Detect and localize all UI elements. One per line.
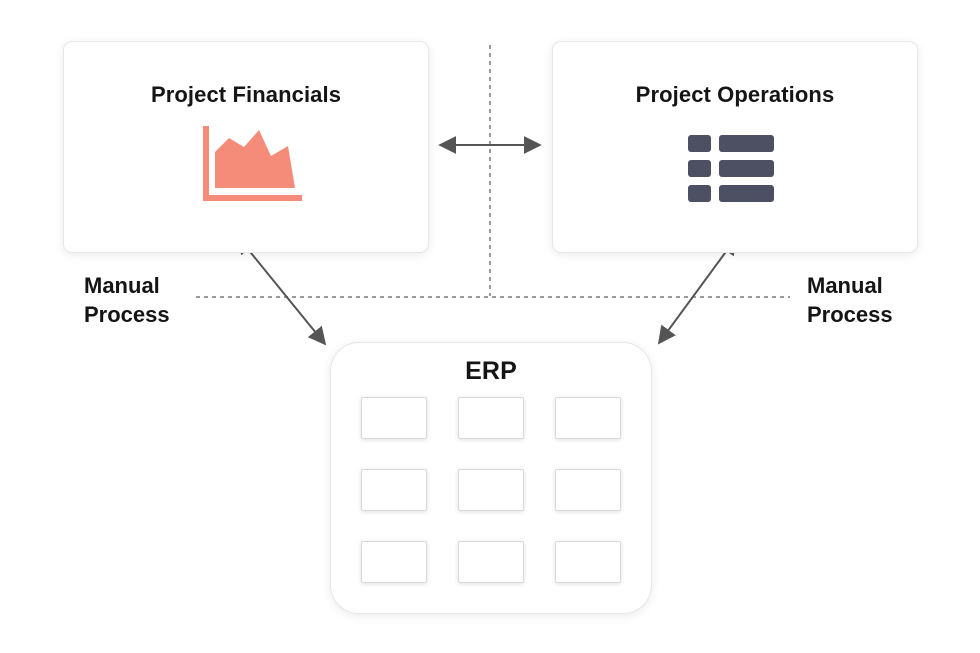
list-bullet-2 (688, 160, 711, 177)
list-bar-1 (719, 135, 774, 152)
manual-process-right-line2: Process (807, 302, 893, 327)
manual-process-label-right: Manual Process (807, 271, 893, 329)
erp-module (361, 541, 427, 583)
erp-node[interactable]: ERP (331, 343, 651, 613)
list-bullet-3 (688, 185, 711, 202)
erp-module-grid (361, 397, 623, 587)
arrow-operations-erp (657, 236, 738, 345)
project-financials-title: Project Financials (150, 82, 342, 107)
list-bar-3 (719, 185, 774, 202)
erp-module (361, 469, 427, 511)
erp-title: ERP (465, 357, 517, 385)
area-chart-icon (203, 126, 303, 202)
project-financials-node[interactable]: Project Financials (64, 42, 428, 252)
erp-module (555, 541, 621, 583)
manual-process-right-line1: Manual (807, 273, 883, 298)
arrow-financials-erp (236, 235, 327, 346)
erp-module (458, 397, 524, 439)
project-operations-title: Project Operations (635, 82, 835, 107)
erp-module (458, 469, 524, 511)
project-operations-node[interactable]: Project Operations (553, 42, 917, 252)
erp-module (555, 397, 621, 439)
list-bullet-1 (688, 135, 711, 152)
manual-process-left-line2: Process (84, 302, 170, 327)
erp-module (555, 469, 621, 511)
erp-module (458, 541, 524, 583)
manual-process-left-line1: Manual (84, 273, 160, 298)
erp-module (361, 397, 427, 439)
list-bar-2 (719, 160, 774, 177)
manual-process-label-left: Manual Process (84, 271, 170, 329)
table-list-icon (688, 133, 774, 203)
